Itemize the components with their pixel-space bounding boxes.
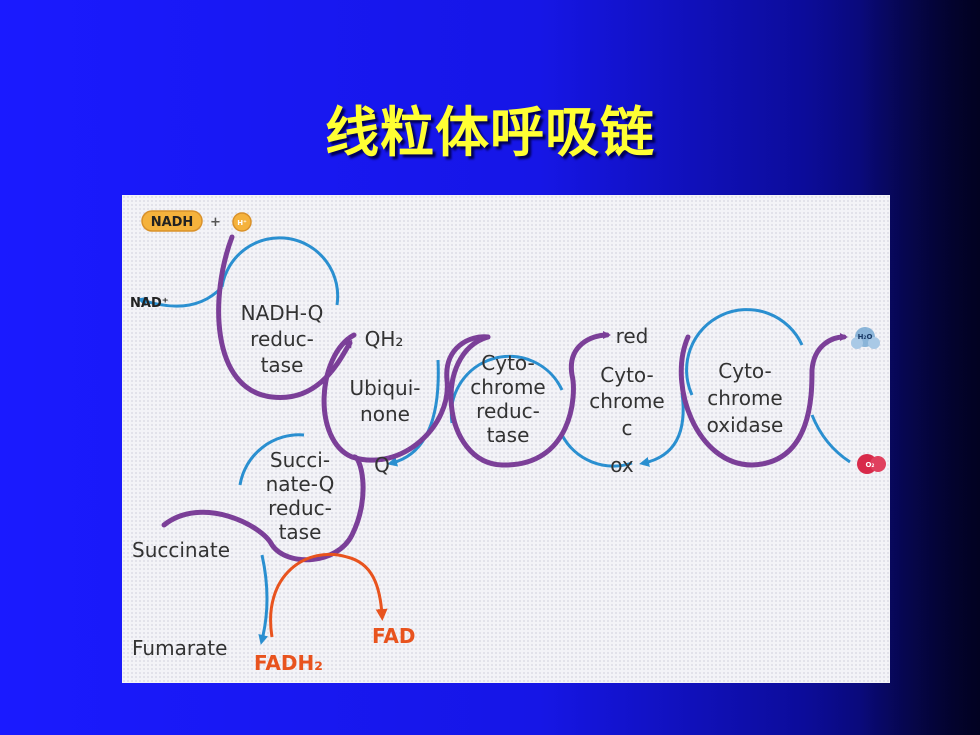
- complex3-line2: chrome: [470, 375, 545, 399]
- h-plus-label: H⁺: [237, 219, 247, 227]
- water-molecule: H₂O: [851, 327, 880, 349]
- oxygen-molecule: O₂: [857, 454, 886, 474]
- complex2-arc: [238, 433, 305, 486]
- fumarate-label: Fumarate: [132, 636, 227, 660]
- cytc-line3: c: [622, 416, 633, 440]
- complex3-line3: reduc-: [476, 399, 540, 423]
- complex4-line1: Cyto-: [718, 359, 771, 383]
- complex1-loop: [216, 234, 353, 400]
- complex4-arc: [685, 308, 804, 396]
- o2-arc: [810, 414, 851, 464]
- cytc-line2: chrome: [589, 389, 664, 413]
- cytc-line1: Cyto-: [600, 363, 653, 387]
- nadh-label: NADH: [151, 215, 194, 230]
- nadh-molecule: NADH: [141, 210, 203, 232]
- complex4-line3: oxidase: [707, 413, 784, 437]
- o2-label: O₂: [865, 461, 874, 469]
- fumarate-arrow: [258, 554, 269, 645]
- complex3-line4: tase: [487, 423, 530, 447]
- h2o-label: H₂O: [858, 333, 873, 341]
- complex2-line1: Succi-: [270, 448, 330, 472]
- cytc-ox-label: ox: [610, 453, 634, 477]
- complex1-line2: reduc-: [250, 327, 314, 351]
- ubiquinone-line1: Ubiqui-: [349, 376, 420, 400]
- fad-label: FAD: [372, 624, 415, 648]
- cytc-red-label: red: [616, 324, 649, 348]
- q-label: Q: [374, 453, 390, 477]
- complex1-line3: tase: [261, 353, 304, 377]
- complex4-line2: chrome: [707, 386, 782, 410]
- nad-plus-label: NAD⁺: [130, 296, 169, 311]
- complex3-line1: Cyto-: [481, 351, 534, 375]
- complex1-line1: NADH-Q: [241, 301, 324, 325]
- complex2-line3: reduc-: [268, 496, 332, 520]
- succinate-label: Succinate: [132, 538, 230, 562]
- ubiquinone-loop: [321, 332, 491, 463]
- respiratory-chain-diagram: NADH + H⁺ NAD⁺ NADH-Q reduc- tase QH₂ Q …: [122, 195, 890, 683]
- complex2-line4: tase: [279, 520, 322, 544]
- fadh2-label: FADH₂: [254, 651, 323, 675]
- complex3-loop: [448, 331, 611, 468]
- fadh2-fad-arrow: [269, 552, 388, 638]
- ox-arrow: [639, 392, 685, 467]
- plus-sign: +: [210, 215, 221, 230]
- ubiquinone-line2: none: [360, 402, 410, 426]
- qh2-label: QH₂: [365, 327, 404, 351]
- diagram-canvas: NADH + H⁺ NAD⁺ NADH-Q reduc- tase QH₂ Q …: [130, 210, 886, 675]
- slide-title: 线粒体呼吸链: [325, 101, 655, 164]
- nad-arrow: [137, 285, 224, 308]
- complex1-arc: [220, 236, 340, 306]
- cytc-arc: [560, 434, 633, 468]
- h-plus-molecule: H⁺: [232, 212, 252, 232]
- complex2-line2: nate-Q: [266, 472, 335, 496]
- complex4-loop: [678, 333, 848, 468]
